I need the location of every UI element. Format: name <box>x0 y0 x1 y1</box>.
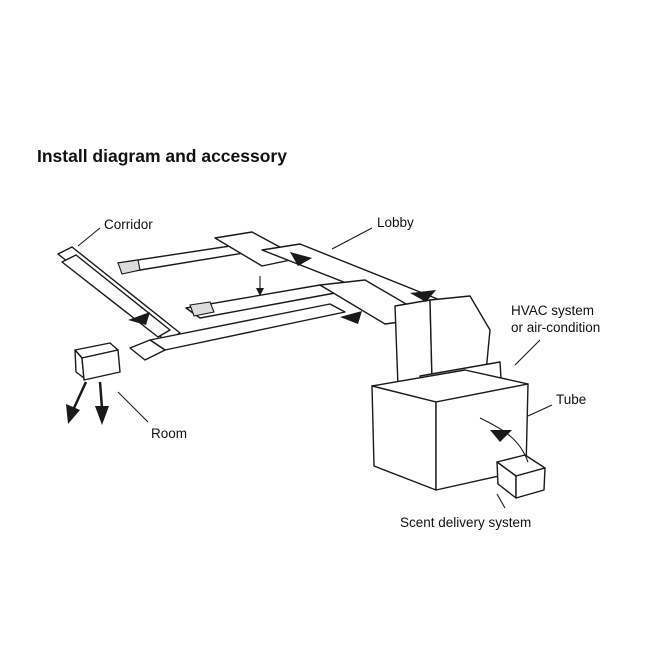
scent-device <box>496 454 546 499</box>
leader-lines <box>77 227 553 509</box>
arrow-icon <box>256 288 264 296</box>
page-title: Install diagram and accessory <box>37 146 287 166</box>
label-lobby: Lobby <box>377 215 414 230</box>
arrow-icon <box>290 252 312 266</box>
label-hvac-line2: or air-condition <box>511 320 601 335</box>
tube <box>479 417 529 463</box>
label-tube: Tube <box>556 392 587 407</box>
arrow-down-icon <box>95 406 109 425</box>
airflow-arrows <box>66 252 512 442</box>
label-scent-delivery: Scent delivery system <box>400 515 532 530</box>
label-room: Room <box>151 426 188 441</box>
arrow-icon <box>490 430 512 442</box>
arrow-icon <box>128 312 150 325</box>
label-corridor: Corridor <box>104 217 153 232</box>
arrow-down-icon <box>66 404 80 424</box>
label-hvac-line1: HVAC system <box>511 303 595 318</box>
arrow-icon <box>410 290 436 302</box>
arrow-icon <box>340 311 362 324</box>
front-duct <box>149 303 346 351</box>
riser-duct <box>394 299 433 387</box>
